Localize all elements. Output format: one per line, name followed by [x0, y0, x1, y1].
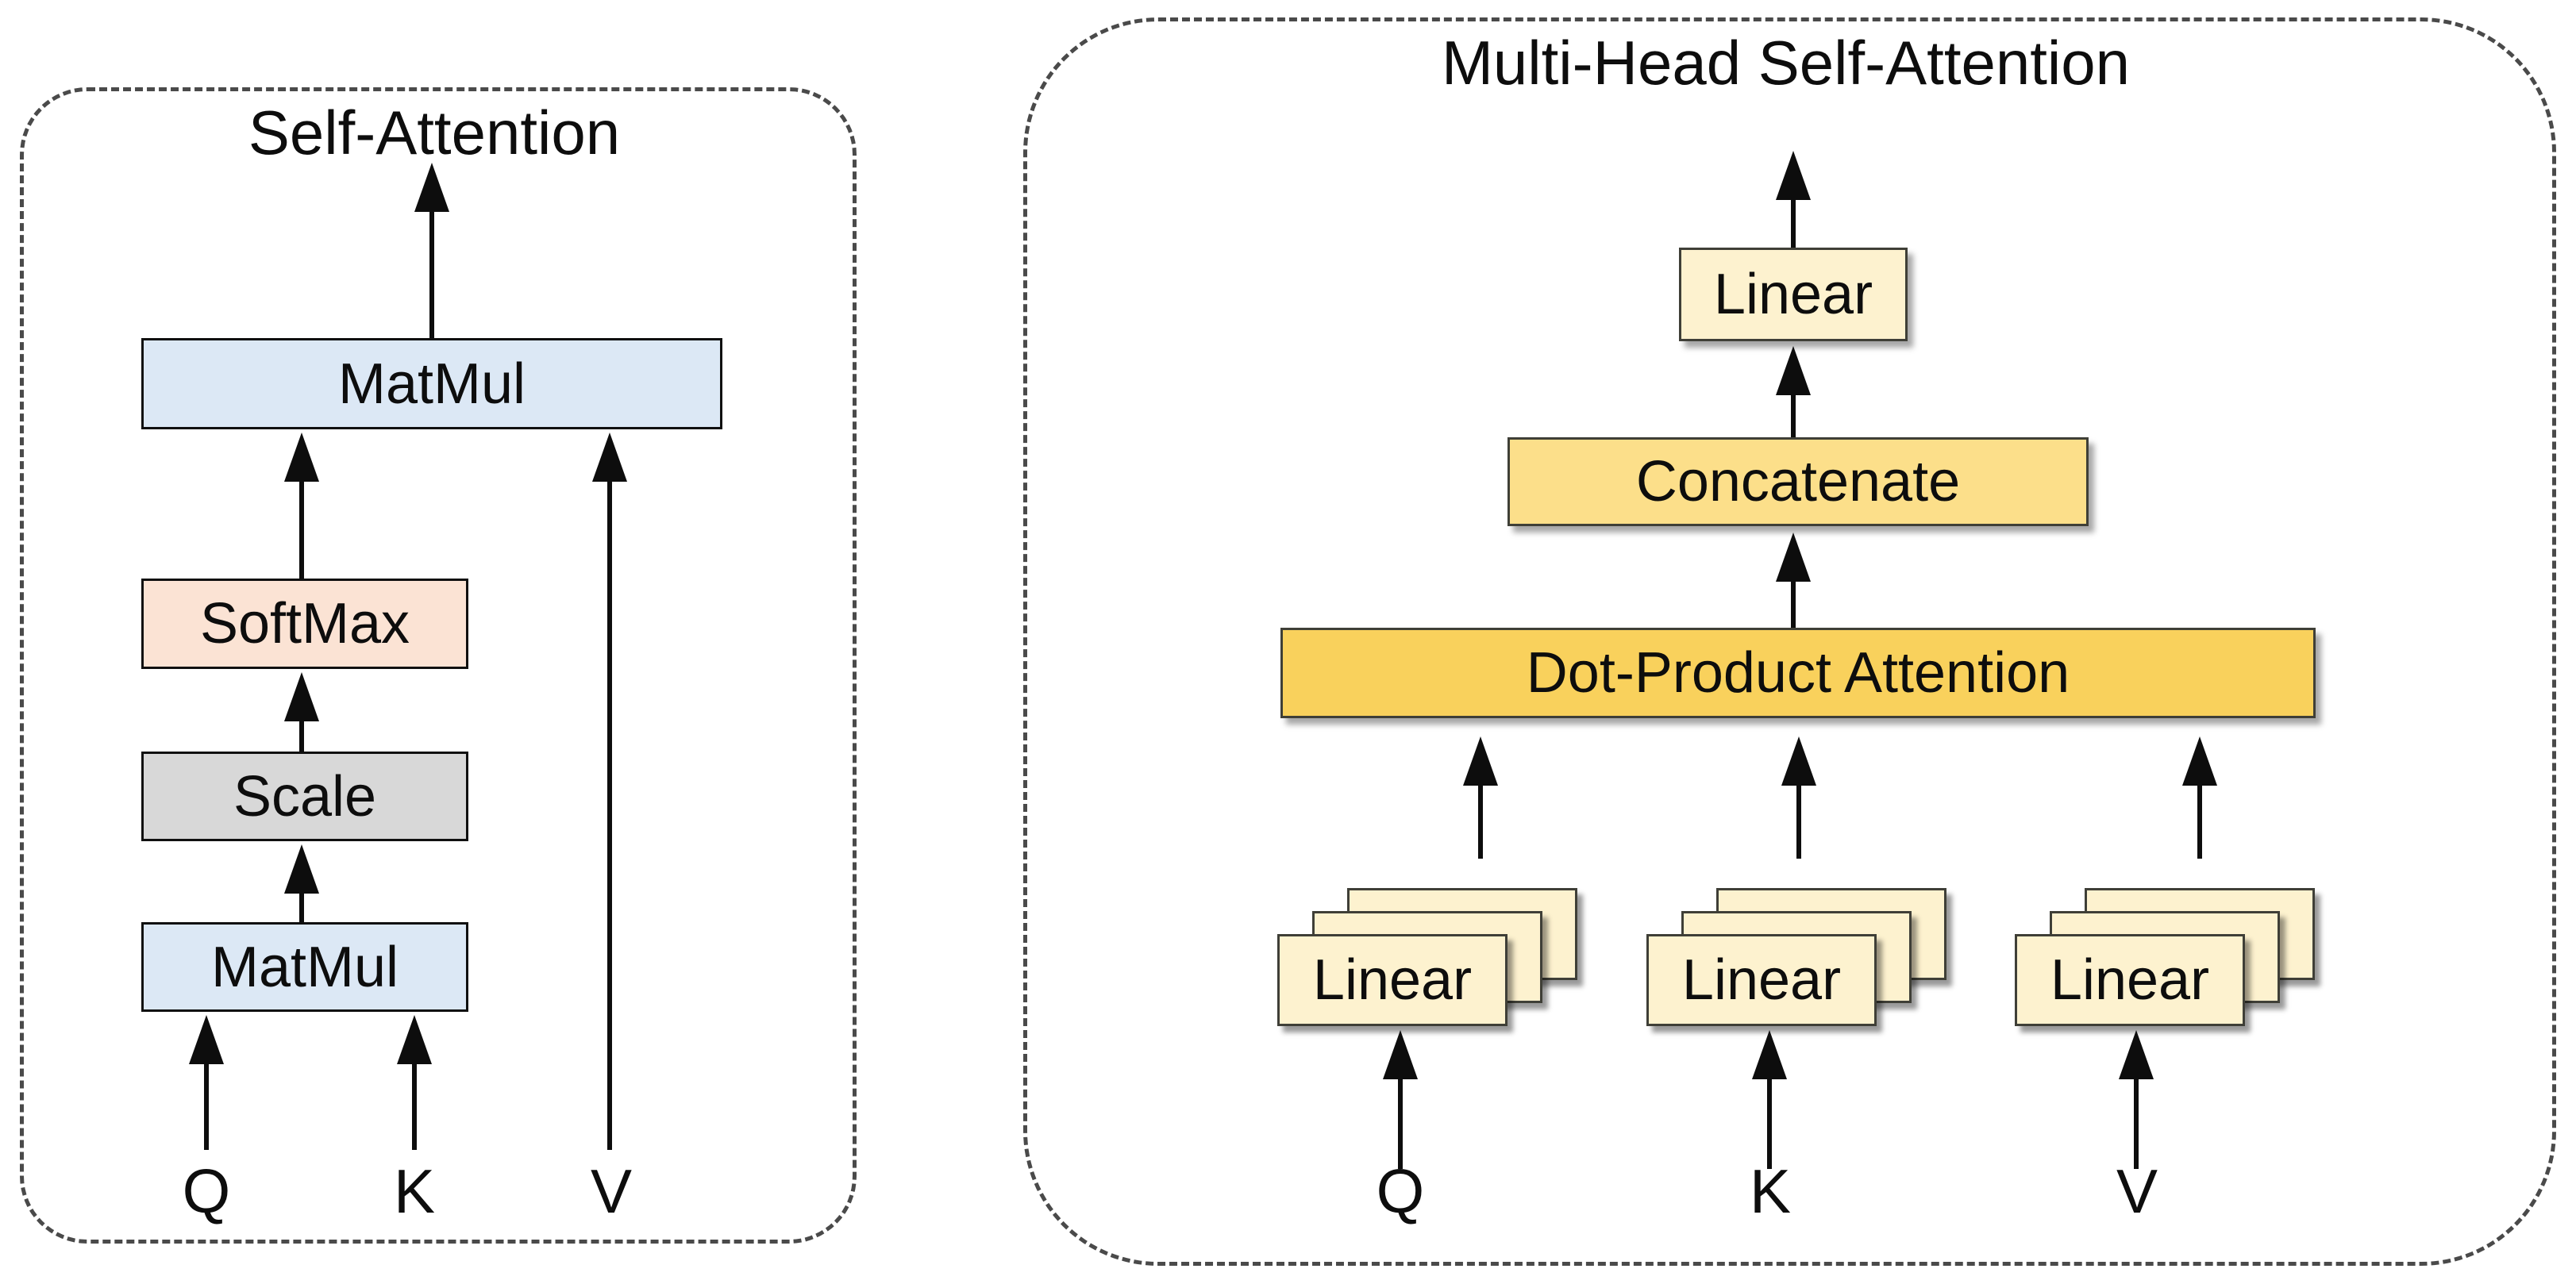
linear-v-card-front: Linear [2015, 934, 2245, 1026]
arrow-scale-to-softmax [283, 672, 321, 752]
arrowhead-icon [414, 163, 449, 212]
arrowhead-icon [1776, 151, 1811, 200]
matmul-bottom-box: MatMul [141, 922, 468, 1012]
self-attention-panel [20, 87, 857, 1244]
arrow-shaft [1791, 582, 1796, 628]
arrow-shaft [1398, 1079, 1403, 1169]
arrow-shaft [299, 721, 304, 752]
linear-output-box: Linear [1679, 248, 1908, 341]
arrowhead-icon [189, 1015, 224, 1064]
arrow-input-q-right [1381, 1030, 1419, 1169]
multi-head-self-attention-title: Multi-Head Self-Attention [1441, 28, 2131, 98]
arrow-shaft [1796, 786, 1801, 859]
arrowhead-icon [1463, 736, 1498, 786]
arrow-input-v-left [591, 433, 629, 1150]
arrow-shaft [1478, 786, 1483, 859]
arrow-shaft [607, 482, 612, 1150]
label-k-left: K [393, 1156, 436, 1226]
softmax-box: SoftMax [141, 579, 468, 669]
dot-product-attention-box: Dot-Product Attention [1280, 628, 2316, 718]
arrow-output-self-attention [413, 163, 451, 338]
arrow-shaft [1791, 200, 1796, 248]
label-k-right: K [1749, 1156, 1792, 1226]
label-v-right: V [2116, 1156, 2158, 1226]
arrowhead-icon [397, 1015, 432, 1064]
multi-head-self-attention-panel [1023, 17, 2556, 1266]
arrow-shaft [412, 1064, 417, 1150]
arrow-shaft [299, 894, 304, 922]
arrowhead-icon [284, 433, 319, 482]
arrow-linear-v-to-attention [2181, 736, 2219, 859]
arrow-shaft [2134, 1079, 2139, 1169]
arrowhead-icon [284, 672, 319, 721]
label-q-right: Q [1376, 1156, 1425, 1226]
arrowhead-icon [2119, 1030, 2154, 1079]
arrow-output-multi-head [1774, 151, 1812, 248]
self-attention-title: Self-Attention [248, 98, 621, 167]
arrowhead-icon [2182, 736, 2217, 786]
arrow-input-v-right [2117, 1030, 2155, 1169]
arrowhead-icon [1781, 736, 1816, 786]
arrow-softmax-to-matmul [283, 433, 321, 579]
arrowhead-icon [592, 433, 627, 482]
arrow-shaft [204, 1064, 209, 1150]
matmul-top-box: MatMul [141, 338, 722, 429]
scale-box: Scale [141, 752, 468, 841]
arrow-input-k-right [1750, 1030, 1789, 1169]
arrowhead-icon [1776, 346, 1811, 395]
arrow-matmul-to-scale [283, 844, 321, 922]
arrow-linear-k-to-attention [1780, 736, 1818, 859]
arrow-shaft [1791, 395, 1796, 437]
arrowhead-icon [1776, 533, 1811, 582]
label-q-left: Q [182, 1156, 231, 1226]
arrow-shaft [1767, 1079, 1772, 1169]
arrow-shaft [429, 212, 434, 338]
arrowhead-icon [1752, 1030, 1787, 1079]
arrow-shaft [2197, 786, 2202, 859]
concatenate-box: Concatenate [1507, 437, 2089, 526]
arrow-attention-to-concatenate [1774, 533, 1812, 628]
arrowhead-icon [1383, 1030, 1418, 1079]
arrow-input-k-left [395, 1015, 433, 1150]
arrowhead-icon [284, 844, 319, 894]
arrow-concatenate-to-linear [1774, 346, 1812, 437]
arrow-shaft [299, 482, 304, 579]
arrow-linear-q-to-attention [1461, 736, 1500, 859]
linear-k-card-front: Linear [1646, 934, 1877, 1026]
linear-q-card-front: Linear [1277, 934, 1507, 1026]
arrow-input-q-left [187, 1015, 225, 1150]
label-v-left: V [590, 1156, 633, 1226]
